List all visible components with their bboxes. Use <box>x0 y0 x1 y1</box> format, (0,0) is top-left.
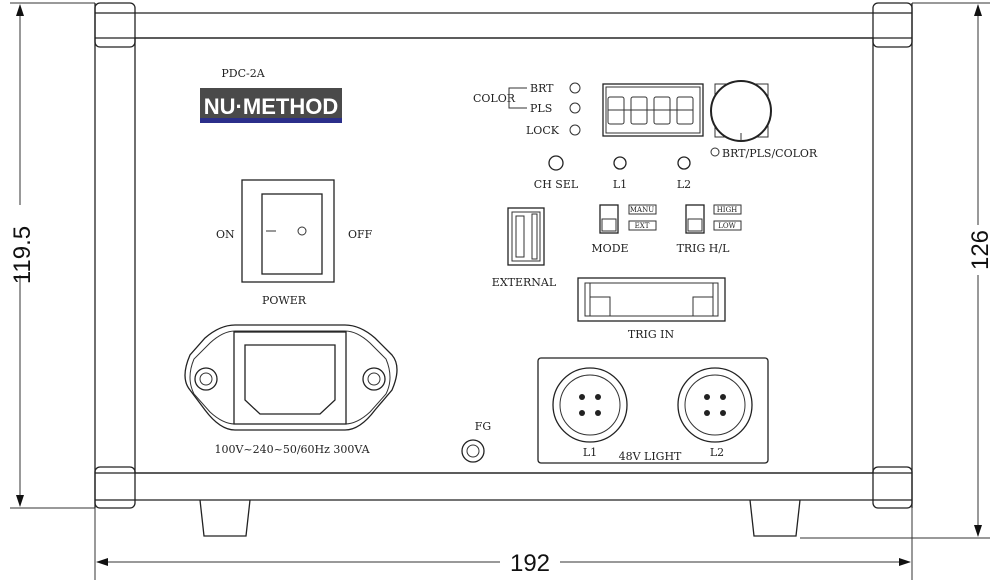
l2-led-label: L2 <box>677 178 691 191</box>
fg-label: FG <box>475 420 491 433</box>
power-off-label: OFF <box>348 228 373 241</box>
mode-switch[interactable] <box>599 204 619 234</box>
power-switch[interactable] <box>241 179 335 283</box>
mode-ext-label: EXT <box>635 222 650 230</box>
light-output-panel <box>537 357 769 464</box>
trig-low-label: LOW <box>718 222 736 230</box>
lock-led-icon <box>569 124 581 136</box>
model-label: PDC-2A <box>221 67 265 80</box>
lock-label: LOCK <box>526 124 560 137</box>
mode-label: MODE <box>591 242 628 255</box>
foot-right <box>749 499 801 537</box>
brt-led-icon <box>569 82 581 94</box>
trig-in-connector[interactable] <box>577 277 726 322</box>
power-label: POWER <box>262 294 307 307</box>
foot-left <box>199 499 251 537</box>
usb-label: EXTERNAL <box>492 276 557 289</box>
dimension-lines <box>10 2 990 580</box>
usb-port-icon[interactable] <box>507 207 545 266</box>
pls-led-icon <box>569 102 581 114</box>
l1-light-connector[interactable] <box>552 367 628 443</box>
knob-label: BRT/PLS/COLOR <box>722 147 818 160</box>
trig-in-label: TRIG IN <box>628 328 675 341</box>
power-on-label: ON <box>216 228 235 241</box>
ac-rating-label: 100V~240~50/60Hz 300VA <box>214 443 370 456</box>
brand-logo: NU·METHOD <box>200 88 342 123</box>
color-label: COLOR <box>473 92 516 105</box>
corner-top-left <box>94 2 136 48</box>
ch-sel-button[interactable] <box>548 155 564 171</box>
width-dimension: 192 <box>510 550 550 577</box>
svg-text:NU·METHOD: NU·METHOD <box>204 94 338 119</box>
corner-bottom-right <box>872 466 913 509</box>
trig-hl-label: TRIG H/L <box>677 242 731 255</box>
trig-high-label: HIGH <box>717 206 738 214</box>
ac-inlet[interactable] <box>184 324 398 431</box>
height-dimension-left: 119.5 <box>9 226 36 284</box>
corner-top-right <box>872 2 913 48</box>
l2-led-icon <box>677 156 691 170</box>
height-dimension-right: 126 <box>967 230 994 270</box>
knob-indicator-icon <box>710 147 720 157</box>
brt-pls-color-knob[interactable] <box>710 80 772 142</box>
l1-led-icon <box>613 156 627 170</box>
l1-output-label: L1 <box>583 446 597 459</box>
l2-light-connector[interactable] <box>677 367 753 443</box>
pls-label: PLS <box>530 102 552 115</box>
ch-sel-label: CH SEL <box>534 178 579 191</box>
light-output-label: 48V LIGHT <box>619 450 682 463</box>
brt-label: BRT <box>530 82 554 95</box>
trig-hl-switch[interactable] <box>685 204 705 234</box>
l1-led-label: L1 <box>613 178 627 191</box>
enclosure <box>94 2 913 537</box>
l2-output-label: L2 <box>710 446 724 459</box>
corner-bottom-left <box>94 466 136 509</box>
fg-terminal-icon <box>461 439 485 463</box>
mode-manu-label: MANU <box>630 206 654 214</box>
seven-segment-display <box>602 83 704 137</box>
